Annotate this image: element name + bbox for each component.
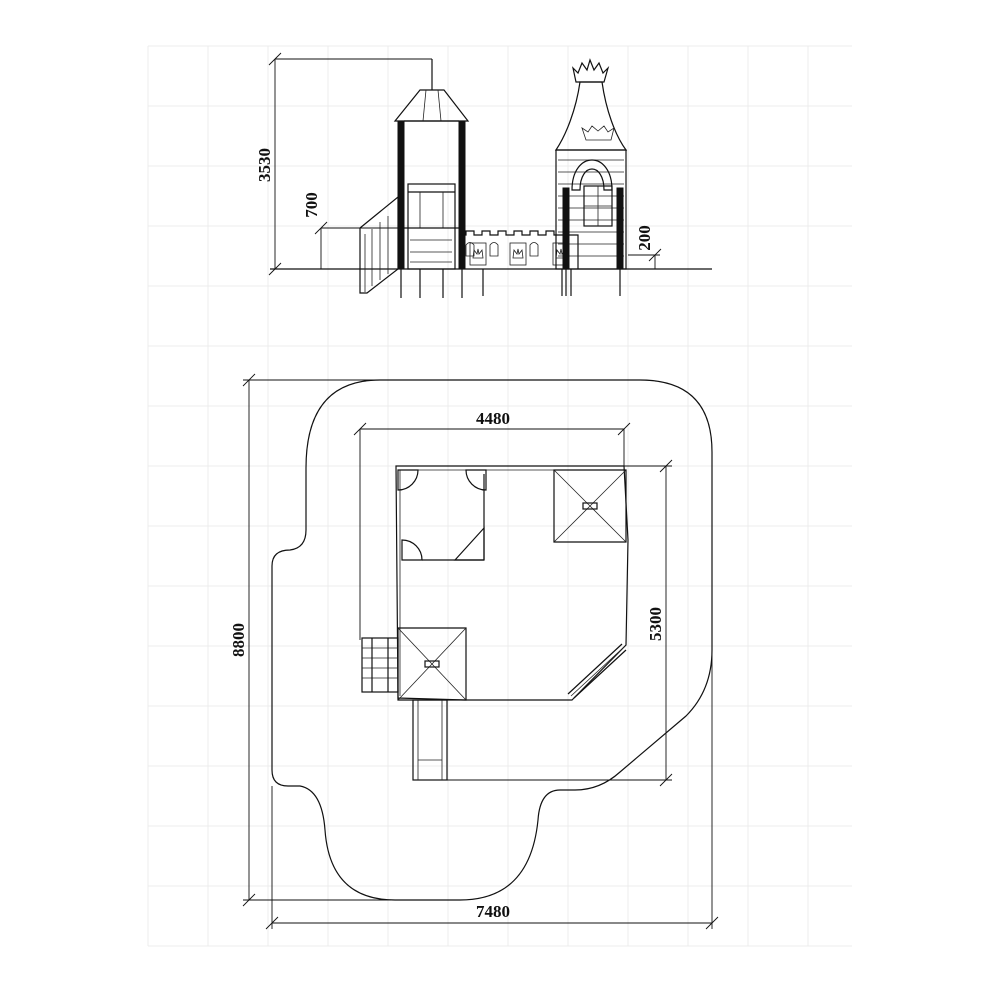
angled-panel — [567, 643, 627, 699]
dimension-inner-width: 4480 — [353, 409, 631, 640]
dimension-overall-width: 7480 — [265, 650, 719, 930]
slide-plan — [412, 699, 448, 781]
battlement-wall — [459, 230, 579, 296]
dimension-platform-height-label: 700 — [302, 192, 321, 218]
dimension-platform-height: 700 — [302, 192, 398, 269]
dimension-overall-depth: 8800 — [229, 373, 400, 907]
dimension-inner-width-label: 4480 — [476, 409, 510, 428]
safety-zone-outline — [271, 379, 713, 901]
left-tower-roof — [397, 627, 467, 701]
structure-plan — [361, 465, 629, 781]
crown-icon — [571, 58, 610, 83]
steps-side — [359, 195, 399, 294]
dimension-inner-depth-label: 5300 — [646, 607, 665, 641]
dimension-low-platform-height: 200 — [628, 225, 662, 269]
dimension-inner-depth: 5300 — [446, 459, 673, 787]
dimension-total-height: 3530 — [255, 52, 432, 276]
dimension-overall-depth-label: 8800 — [229, 623, 248, 657]
crown-tower-roof — [553, 469, 627, 543]
elevation-view: 3530 700 200 — [255, 52, 712, 298]
background-grid — [147, 45, 852, 947]
left-tower — [393, 59, 470, 298]
dimension-overall-width-label: 7480 — [476, 902, 510, 921]
plan-view: 4480 5300 8800 7480 — [229, 373, 719, 930]
steps-plan — [361, 637, 399, 693]
crown-tower — [554, 58, 628, 296]
dimension-low-platform-height-label: 200 — [635, 225, 654, 251]
dimension-total-height-label: 3530 — [255, 148, 274, 182]
